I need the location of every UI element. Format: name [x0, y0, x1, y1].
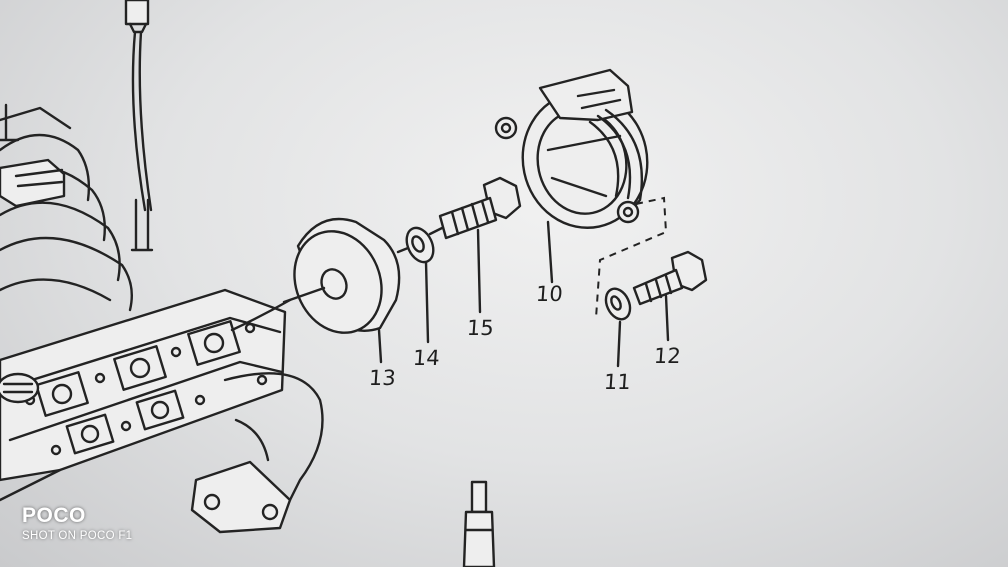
part-12-leader-line — [664, 294, 670, 342]
pulley-axis-line — [282, 286, 326, 304]
clamp-top-lug-lines — [576, 88, 622, 110]
head-bolts — [24, 322, 268, 456]
part-13-leader-line — [377, 328, 383, 364]
label-part-12: 12 — [653, 344, 682, 368]
part-15-leader-line — [476, 228, 482, 314]
oil-cap-ridges — [2, 382, 34, 394]
washer-11-hole — [610, 295, 622, 311]
label-part-13: 13 — [368, 366, 397, 390]
exhaust-pipe-line — [234, 418, 270, 462]
clamp-mount-ear-left — [494, 116, 518, 140]
camera-watermark-brand: POCO — [22, 504, 86, 527]
part-14-leader-line — [424, 260, 430, 344]
part-11-leader-line — [616, 320, 622, 368]
part-13-pulley — [282, 217, 401, 364]
engine-fitting-post — [130, 198, 154, 252]
shaft-tip-shape — [470, 480, 488, 514]
bolt-15-threads — [450, 199, 490, 236]
engine-dipstick-line — [131, 30, 147, 212]
valve-pockets — [35, 320, 241, 455]
shaft-body-shape — [462, 510, 496, 567]
bolt-15-shank-shape — [438, 196, 498, 240]
engine-assembly-drawing — [0, 0, 324, 534]
cylinder-head-edge-3 — [0, 468, 62, 502]
part-11-washer — [604, 287, 632, 368]
engine-top-bolt-neck — [128, 22, 148, 34]
cylinder-head-edge-1 — [0, 316, 282, 392]
washer-axis-line — [396, 246, 410, 254]
flange-hole-2 — [261, 503, 279, 521]
clamp-mount-hole-left — [500, 122, 512, 134]
label-part-14: 14 — [412, 346, 441, 370]
clamp-spring-1 — [596, 114, 632, 200]
exhaust-bracket-curve — [223, 372, 324, 522]
part-15-bolt — [428, 176, 522, 314]
oil-cap-shape — [0, 372, 40, 404]
clamp-mount-ear-right — [616, 200, 640, 224]
clamp-spring-outer — [604, 108, 644, 216]
engine-top-bolt-shape — [124, 0, 150, 26]
manifold-runner-1 — [0, 133, 91, 202]
part-10-clamp-bracket — [494, 68, 649, 284]
bolt-15-axis-line — [428, 226, 444, 236]
label-part-11: 11 — [603, 370, 632, 394]
camera-watermark-caption: SHOT ON POCO F1 — [22, 530, 133, 542]
part-12-bolt — [632, 250, 708, 342]
cylinder-head-edge-2 — [8, 360, 284, 442]
part-14-washer — [396, 226, 435, 344]
label-part-10: 10 — [535, 282, 564, 306]
bottom-shaft-part — [462, 480, 496, 567]
exhaust-flange-shape — [190, 460, 292, 534]
washer-14-hole — [411, 235, 425, 253]
dashed-guide-line — [595, 196, 668, 319]
bolt-12-threads — [644, 274, 673, 303]
manifold-top-edge — [0, 106, 72, 130]
manifold-runner-4 — [0, 236, 133, 312]
manifold-runner-5 — [0, 278, 112, 302]
washer-11-shape — [604, 287, 632, 321]
label-part-15: 15 — [466, 316, 495, 340]
clamp-mount-hole-right — [622, 206, 634, 218]
engine-dipstick-line-2 — [138, 30, 153, 212]
flange-hole-1 — [203, 493, 221, 511]
clamp-spring-2 — [588, 120, 620, 198]
part-10-leader-line — [546, 220, 554, 284]
washer-14-shape — [405, 226, 435, 264]
assembly-guide-dashed — [595, 196, 668, 319]
throttle-body-ridges — [14, 168, 64, 188]
manifold-spike — [0, 103, 20, 142]
